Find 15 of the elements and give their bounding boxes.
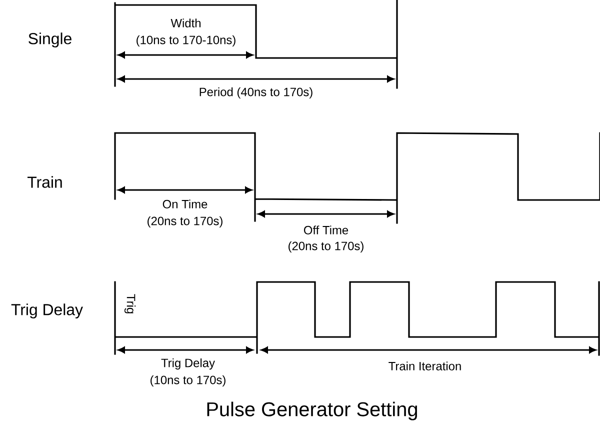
dimension-label: On Time <box>162 200 208 208</box>
dimension-label: Trig Delay <box>161 358 215 370</box>
caption: Pulse Generator Setting <box>207 402 418 420</box>
dimension-label: (10ns to 170s) <box>150 375 226 387</box>
dimension-label: Off Time <box>304 226 348 234</box>
dimension-label: Train Iteration <box>388 362 461 370</box>
signal-label: Trig <box>124 294 136 314</box>
dimension-label: Period (40ns to 170s) <box>200 87 312 99</box>
row-label: Single <box>28 32 72 48</box>
dimension-label: Width <box>170 18 200 28</box>
dimension-label: (20ns to 170s) <box>148 216 222 228</box>
row-label: Trig Delay <box>11 304 83 318</box>
dimension-label: (20ns to 170s) <box>288 241 364 253</box>
row-label: Train <box>28 176 62 188</box>
dimension-label: (10ns to 170-10ns) <box>136 35 236 47</box>
